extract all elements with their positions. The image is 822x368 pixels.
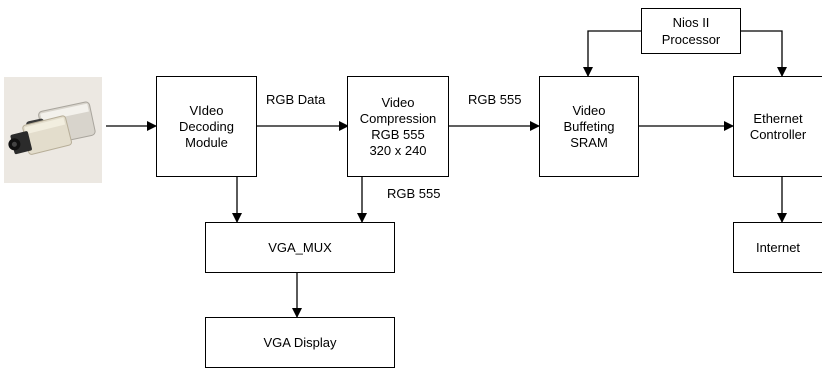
block-label-line: VIdeo xyxy=(189,102,224,118)
block-label-line: 320 x 240 xyxy=(369,142,427,158)
block-label-line: Decoding xyxy=(179,118,234,134)
video-compression-block: Video Compression RGB 555 320 x 240 xyxy=(347,76,449,177)
block-label-line: SRAM xyxy=(570,134,608,150)
edge-label-rgb-data: RGB Data xyxy=(266,92,326,107)
video-decoding-module-block: VIdeo Decoding Module xyxy=(156,76,257,177)
block-label-line: Compression xyxy=(359,110,437,126)
block-label-line: VGA Display xyxy=(263,334,337,350)
nios-ii-processor-block: Nios II Processor xyxy=(641,8,741,54)
arrow-nios-to-ethernet xyxy=(740,30,787,77)
arrow-nios-to-buffering xyxy=(583,30,641,77)
video-buffering-sram-block: Video Buffeting SRAM xyxy=(539,76,639,177)
block-label-line: VGA_MUX xyxy=(268,239,332,255)
edge-label-rgb555-bottom: RGB 555 xyxy=(387,186,441,201)
block-label-line: RGB 555 xyxy=(371,126,425,142)
edge-label-rgb555-top: RGB 555 xyxy=(468,92,522,107)
cctv-camera-photo xyxy=(4,77,102,183)
internet-block: Internet xyxy=(733,222,822,273)
block-label-line: Processor xyxy=(661,32,721,47)
block-label-line: Buffeting xyxy=(563,118,615,134)
block-label-line: Ethernet xyxy=(753,110,803,126)
block-label-line: Video xyxy=(572,102,606,118)
block-label-line: Module xyxy=(185,134,228,150)
block-label-line: Controller xyxy=(749,126,807,142)
block-label-line: Video xyxy=(381,94,415,110)
vga-display-block: VGA Display xyxy=(205,317,395,368)
block-label-line: Internet xyxy=(755,239,801,255)
block-label-line: Nios II xyxy=(672,15,710,30)
ethernet-controller-block: Ethernet Controller xyxy=(733,76,822,177)
vga-mux-block: VGA_MUX xyxy=(205,222,395,273)
